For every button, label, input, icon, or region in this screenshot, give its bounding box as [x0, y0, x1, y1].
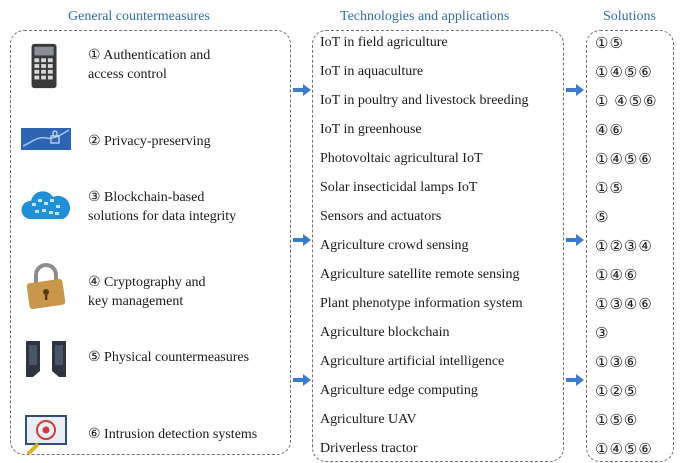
solution-set: ①④⑤⑥: [595, 442, 653, 458]
solutions-header: Solutions: [603, 9, 656, 24]
tech-item: Plant phenotype information system: [320, 296, 523, 311]
solution-set: ①④⑤⑥: [595, 65, 653, 81]
solution-set: ①③④⑥: [595, 297, 653, 313]
intrusion-alert-icon: [25, 415, 67, 456]
solution-set: ①⑤: [595, 36, 624, 52]
solution-set: ① ④⑤⑥: [595, 94, 658, 110]
countermeasures-panel: [10, 30, 291, 455]
tech-item: Sensors and actuators: [320, 209, 442, 224]
technologies-panel: [312, 30, 564, 462]
technologies-header: Technologies and applications: [340, 9, 510, 24]
solution-set: ①④⑥: [595, 268, 639, 284]
tech-item: Solar insecticidal lamps IoT: [320, 180, 478, 195]
solutions-panel: [586, 30, 674, 462]
solution-set: ①④⑤⑥: [595, 152, 653, 168]
privacy-lock-icon: [21, 128, 71, 150]
solution-set: ①②③④: [595, 239, 653, 255]
tech-item: IoT in field agriculture: [320, 35, 448, 50]
blockchain-cloud-icon: [21, 191, 71, 219]
arrow-right-icon: [566, 234, 584, 246]
countermeasure-label: ③ Blockchain-based solutions for data in…: [88, 190, 237, 224]
tech-item: Agriculture UAV: [320, 412, 417, 427]
arrow-right-icon: [566, 84, 584, 96]
tech-item: IoT in aquaculture: [320, 64, 424, 79]
arrow-right-icon: [293, 234, 311, 246]
arrow-right-icon: [293, 84, 311, 96]
countermeasures-header: General countermeasures: [68, 9, 210, 24]
arrow-right-icon: [566, 374, 584, 386]
tech-item: Agriculture blockchain: [320, 325, 450, 340]
tech-item: Photovoltaic agricultural IoT: [320, 151, 483, 166]
tech-item: Agriculture edge computing: [320, 383, 478, 398]
tech-item: IoT in poultry and livestock breeding: [320, 93, 529, 108]
keypad-lock-icon: [31, 43, 57, 89]
solution-set: ①⑤: [595, 181, 624, 197]
solution-set: ①②⑤: [595, 384, 639, 400]
countermeasure-label: ⑥ Intrusion detection systems: [88, 427, 258, 442]
physical-barrier-icon: [26, 341, 66, 377]
countermeasure-label: ② Privacy-preserving: [88, 134, 211, 149]
solution-set: ④⑥: [595, 123, 624, 139]
solution-set: ⑤: [595, 210, 610, 226]
tech-item: Agriculture artificial intelligence: [320, 354, 505, 369]
solution-set: ③: [595, 326, 610, 342]
countermeasure-label: ④ Cryptography and key management: [88, 275, 206, 309]
tech-item: Agriculture crowd sensing: [320, 238, 469, 253]
countermeasure-label: ⑤ Physical countermeasures: [88, 350, 250, 365]
tech-item: Driverless tractor: [320, 441, 418, 456]
padlock-icon: [26, 263, 66, 309]
tech-item: IoT in greenhouse: [320, 122, 422, 137]
tech-item: Agriculture satellite remote sensing: [320, 267, 520, 282]
solution-set: ①③⑥: [595, 355, 639, 371]
countermeasure-label: ① Authentication and access control: [88, 48, 211, 82]
arrow-right-icon: [293, 374, 311, 386]
solution-set: ①⑤⑥: [595, 413, 639, 429]
